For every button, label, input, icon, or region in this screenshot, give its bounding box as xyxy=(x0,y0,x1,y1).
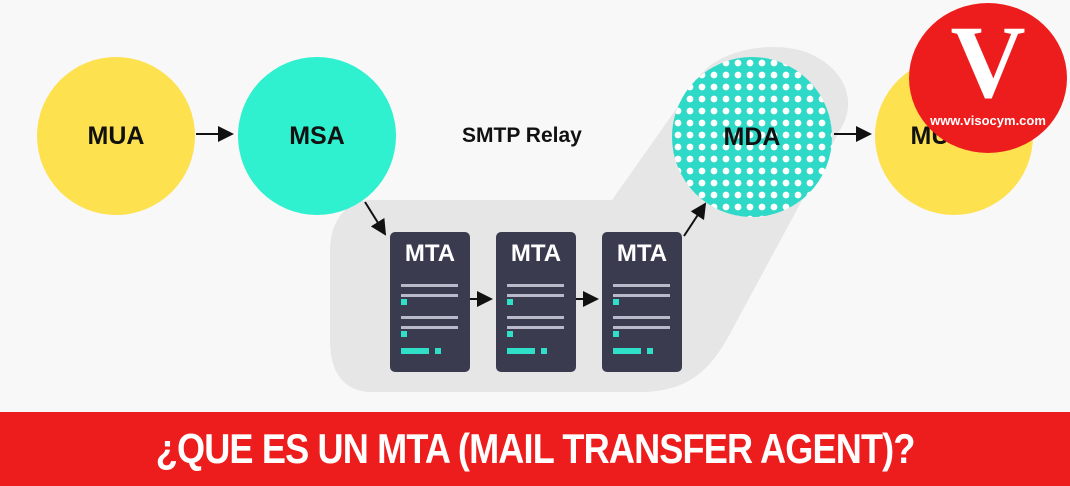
mta-server: MTA xyxy=(390,232,470,372)
mda-label: MDA xyxy=(723,122,781,151)
mta-title: MTA xyxy=(404,240,456,267)
mta-title: MTA xyxy=(616,240,668,267)
visocym-logo: V www.visocym.com xyxy=(909,3,1067,153)
msa-label: MSA xyxy=(289,121,345,150)
mta-title: MTA xyxy=(510,240,562,267)
diagram-area: MUA MSA SMTP Relay MDA MUA MTA MTA MTA xyxy=(37,3,1067,392)
arrow-msa-mta xyxy=(364,201,387,236)
mta-server: MTA xyxy=(496,232,576,372)
flow-arrows xyxy=(196,126,872,307)
arrow-mta3-mda xyxy=(683,202,707,237)
title-banner: ¿QUE ES UN MTA (MAIL TRANSFER AGENT)? xyxy=(0,412,1070,486)
banner-title: ¿QUE ES UN MTA (MAIL TRANSFER AGENT)? xyxy=(155,425,916,472)
logo-letter: V xyxy=(950,5,1026,120)
mda-node: MDA xyxy=(672,57,832,217)
logo-url: www.visocym.com xyxy=(930,113,1046,128)
mta-server: MTA xyxy=(602,232,682,372)
smtp-relay-label: SMTP Relay xyxy=(462,124,582,147)
mua-label: MUA xyxy=(87,121,145,150)
msa-node: MSA xyxy=(238,57,396,215)
mua-node: MUA xyxy=(37,57,195,215)
